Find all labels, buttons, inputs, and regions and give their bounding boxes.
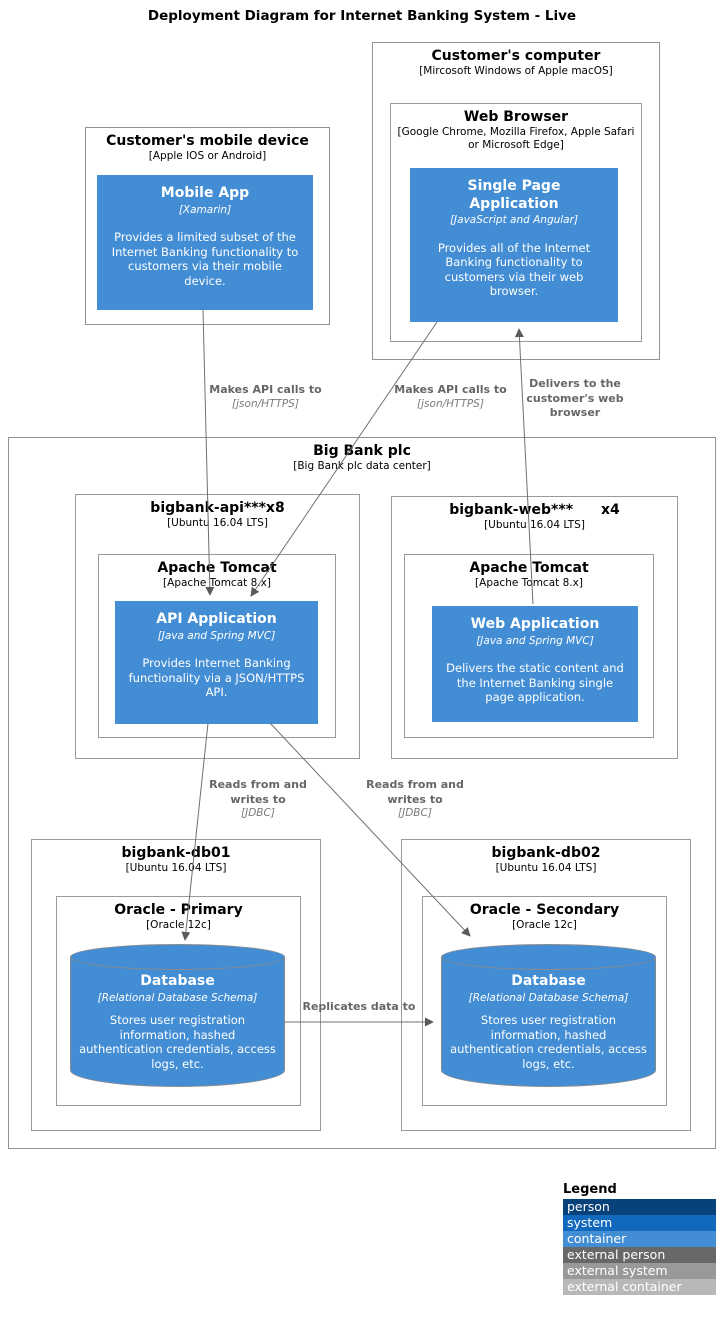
container-description: Delivers the static content and the Inte… bbox=[446, 661, 624, 705]
relationship-tech: [JDBC] bbox=[398, 807, 432, 820]
database-cylinder-secondary: Database [Relational Database Schema] St… bbox=[441, 944, 656, 1087]
relationship-text: Reads from and writes to bbox=[209, 778, 307, 806]
database-tech: [Relational Database Schema] bbox=[468, 991, 629, 1004]
node-title: bigbank-api***x8 bbox=[150, 500, 285, 516]
container-api-application: API Application [Java and Spring MVC] Pr… bbox=[115, 601, 318, 724]
node-oracle-secondary: Oracle - Secondary [Oracle 12c] Database… bbox=[422, 896, 667, 1106]
legend-row-person: person bbox=[563, 1199, 716, 1215]
node-bigbank-db02: bigbank-db02 [Ubuntu 16.04 LTS] Oracle -… bbox=[401, 839, 691, 1131]
node-title: Web Browser bbox=[463, 109, 569, 125]
node-tech: [Ubuntu 16.04 LTS] bbox=[484, 519, 585, 532]
node-title: bigbank-db02 bbox=[491, 845, 601, 861]
relationship-tech: [JDBC] bbox=[241, 807, 275, 820]
node-bigbank-db01: bigbank-db01 [Ubuntu 16.04 LTS] Oracle -… bbox=[31, 839, 321, 1131]
node-tech: [Apache Tomcat 8.x] bbox=[475, 577, 583, 590]
node-tech: [Mircosoft Windows of Apple macOS] bbox=[419, 65, 613, 78]
legend-title: Legend bbox=[563, 1182, 617, 1197]
node-title: Customer's computer bbox=[431, 48, 601, 64]
node-multiplier: x4 bbox=[601, 502, 620, 518]
container-tech: [Java and Spring MVC] bbox=[157, 629, 276, 642]
database-cylinder-primary: Database [Relational Database Schema] St… bbox=[70, 944, 285, 1087]
container-title: Mobile App bbox=[160, 185, 250, 201]
node-tech: [Ubuntu 16.04 LTS] bbox=[167, 517, 268, 530]
database-description: Stores user registration information, ha… bbox=[450, 1013, 647, 1071]
relationship-label-db01-db02: Replicates data to bbox=[285, 1000, 433, 1015]
legend-row-external-system: external system bbox=[563, 1263, 716, 1279]
relationship-text: Makes API calls to bbox=[394, 383, 507, 396]
node-tech: [Big Bank plc data center] bbox=[293, 460, 431, 473]
database-title: Database bbox=[511, 973, 586, 989]
node-bigbank-api: bigbank-api***x8 [Ubuntu 16.04 LTS] Apac… bbox=[75, 494, 360, 759]
legend-row-container: container bbox=[563, 1231, 716, 1247]
relationship-label-spa-api: Makes API calls to [json/HTTPS] bbox=[383, 383, 518, 411]
legend: Legend person system container external … bbox=[563, 1182, 716, 1295]
container-tech: [Xamarin] bbox=[178, 203, 232, 216]
node-customers-mobile-device: Customer's mobile device [Apple IOS or A… bbox=[85, 127, 330, 325]
relationship-tech: [json/HTTPS] bbox=[232, 397, 299, 410]
relationship-text: Makes API calls to bbox=[209, 383, 322, 396]
node-title: Customer's mobile device bbox=[106, 133, 309, 149]
database-title: Database bbox=[140, 973, 215, 989]
node-apache-tomcat-api: Apache Tomcat [Apache Tomcat 8.x] API Ap… bbox=[98, 554, 336, 738]
node-tech: [Ubuntu 16.04 LTS] bbox=[125, 862, 227, 875]
container-single-page-application: Single Page Application [JavaScript and … bbox=[410, 168, 618, 322]
node-tech: [Apache Tomcat 8.x] bbox=[163, 577, 271, 590]
node-bigbank-web: bigbank-web*** x4 [Ubuntu 16.04 LTS] Apa… bbox=[391, 496, 678, 759]
container-web-application: Web Application [Java and Spring MVC] De… bbox=[432, 606, 638, 722]
node-title: bigbank-db01 bbox=[121, 845, 231, 861]
container-title: Web Application bbox=[470, 616, 600, 632]
node-tech: [Google Chrome, Mozilla Firefox, Apple S… bbox=[397, 126, 635, 152]
node-apache-tomcat-web: Apache Tomcat [Apache Tomcat 8.x] Web Ap… bbox=[404, 554, 654, 738]
node-title: Oracle - Secondary bbox=[469, 902, 620, 918]
node-title: bigbank-web*** x4 bbox=[392, 497, 677, 518]
relationship-text: Replicates data to bbox=[302, 1000, 416, 1013]
node-web-browser: Web Browser [Google Chrome, Mozilla Fire… bbox=[390, 103, 642, 342]
relationship-text: Reads from and writes to bbox=[366, 778, 464, 806]
node-oracle-primary: Oracle - Primary [Oracle 12c] Database [… bbox=[56, 896, 301, 1106]
node-tech: [Oracle 12c] bbox=[512, 919, 577, 932]
container-description: Provides a limited subset of the Interne… bbox=[111, 230, 299, 288]
node-title-text: bigbank-web*** bbox=[449, 502, 574, 518]
node-tech: [Oracle 12c] bbox=[146, 919, 211, 932]
legend-row-system: system bbox=[563, 1215, 716, 1231]
database-tech: [Relational Database Schema] bbox=[97, 991, 258, 1004]
container-tech: [JavaScript and Angular] bbox=[449, 214, 579, 226]
relationship-tech: [json/HTTPS] bbox=[417, 397, 484, 410]
container-description: Provides Internet Banking functionality … bbox=[128, 656, 305, 700]
container-title: Single Page Application bbox=[467, 178, 561, 212]
node-title: Apache Tomcat bbox=[469, 560, 589, 576]
page-title: Deployment Diagram for Internet Banking … bbox=[147, 8, 577, 24]
relationship-text: Delivers to the customer's web browser bbox=[526, 377, 624, 420]
node-title: Oracle - Primary bbox=[114, 902, 243, 918]
container-description: Provides all of the Internet Banking fun… bbox=[437, 240, 591, 299]
node-title: Big Bank plc bbox=[313, 443, 411, 459]
node-tech: [Apple IOS or Android] bbox=[148, 150, 267, 163]
legend-row-external-container: external container bbox=[563, 1279, 716, 1295]
node-customers-computer: Customer's computer [Mircosoft Windows o… bbox=[372, 42, 660, 360]
container-title: API Application bbox=[156, 611, 277, 627]
relationship-label-api-db02: Reads from and writes to [JDBC] bbox=[349, 778, 481, 821]
database-description: Stores user registration information, ha… bbox=[79, 1013, 276, 1071]
relationship-label-mobile-api: Makes API calls to [json/HTTPS] bbox=[198, 383, 333, 411]
node-title: Apache Tomcat bbox=[157, 560, 277, 576]
container-mobile-app: Mobile App [Xamarin] Provides a limited … bbox=[97, 175, 313, 310]
relationship-label-api-db01: Reads from and writes to [JDBC] bbox=[192, 778, 324, 821]
node-tech: [Ubuntu 16.04 LTS] bbox=[495, 862, 597, 875]
legend-row-external-person: external person bbox=[563, 1247, 716, 1263]
container-tech: [Java and Spring MVC] bbox=[476, 634, 594, 647]
relationship-label-web-spa: Delivers to the customer's web browser bbox=[514, 377, 636, 421]
